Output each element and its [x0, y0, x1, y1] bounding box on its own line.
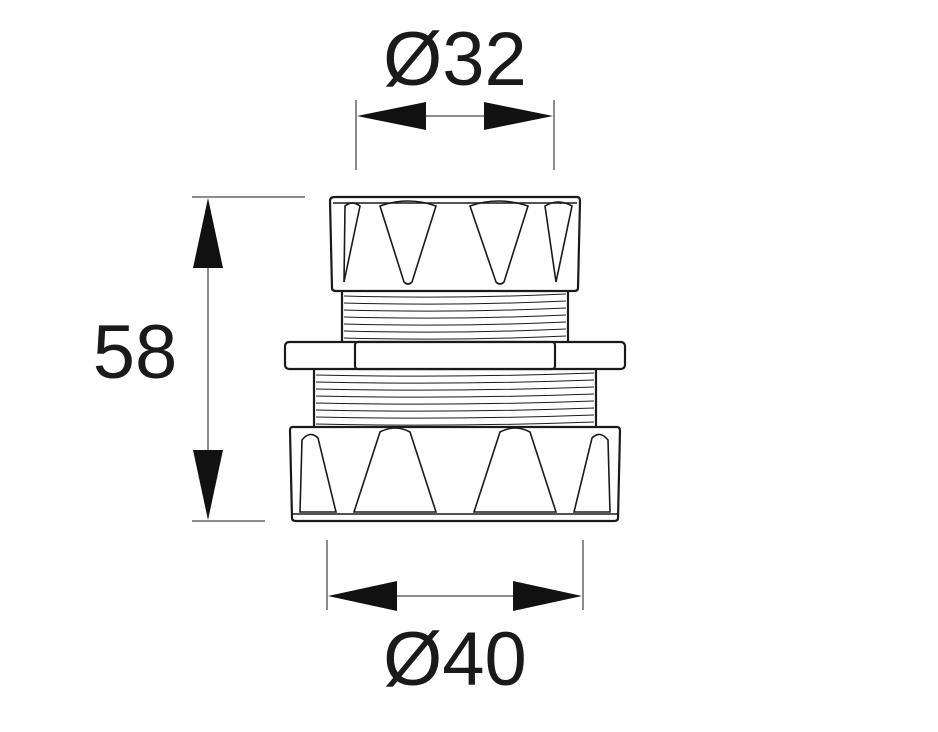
thread-line: [315, 386, 595, 391]
bottom-arrow-right: [513, 581, 582, 611]
height-arrow-top: [193, 198, 223, 268]
thread-line: [315, 414, 595, 419]
thread-line: [343, 300, 567, 305]
upper-thread-lines: [343, 293, 567, 340]
top-diameter-dimension: Ø32: [355, 17, 555, 170]
thread-line: [343, 293, 567, 298]
bottom-cap-grip-2: [352, 427, 438, 513]
height-arrow-bottom: [193, 450, 223, 520]
top-cap-grip-2: [379, 200, 437, 285]
bottom-cap-body: [288, 425, 622, 523]
thread-line: [343, 314, 567, 319]
top-arrow-right: [484, 102, 553, 130]
bottom-cap-grip-3: [472, 427, 558, 513]
top-cap-grip-3: [468, 200, 530, 285]
lower-thread-body: [312, 366, 598, 430]
height-dimension: 58: [93, 196, 305, 522]
top-cap-grip-1: [343, 202, 361, 283]
bottom-diameter-label: Ø40: [383, 617, 527, 702]
thread-line: [343, 307, 567, 312]
thread-line: [343, 328, 567, 333]
top-diameter-label: Ø32: [383, 17, 527, 102]
bottom-arrow-left: [328, 581, 397, 611]
lower-thread: [312, 366, 598, 430]
lock-nut: [283, 340, 627, 371]
thread-line: [315, 379, 595, 384]
bottom-diameter-dimension: Ø40: [326, 540, 584, 702]
upper-thread: [340, 286, 570, 345]
fitting-part: [283, 195, 627, 523]
thread-line: [315, 407, 595, 412]
bottom-knurled-cap: [288, 425, 622, 523]
lower-thread-lines: [315, 372, 595, 426]
bottom-cap-grip-4: [572, 433, 611, 513]
top-knurled-cap: [328, 195, 582, 293]
bottom-cap-grip-1: [299, 433, 338, 513]
lock-nut-hex-face: [353, 340, 557, 371]
thread-line: [315, 393, 595, 398]
top-cap-body: [328, 195, 582, 293]
height-label: 58: [93, 310, 178, 395]
top-arrow-left: [357, 102, 426, 130]
thread-line: [315, 372, 595, 377]
thread-line: [343, 321, 567, 326]
thread-line: [315, 400, 595, 405]
top-cap-grip-4: [544, 201, 573, 283]
thread-line: [343, 335, 567, 340]
thread-line: [315, 421, 595, 426]
